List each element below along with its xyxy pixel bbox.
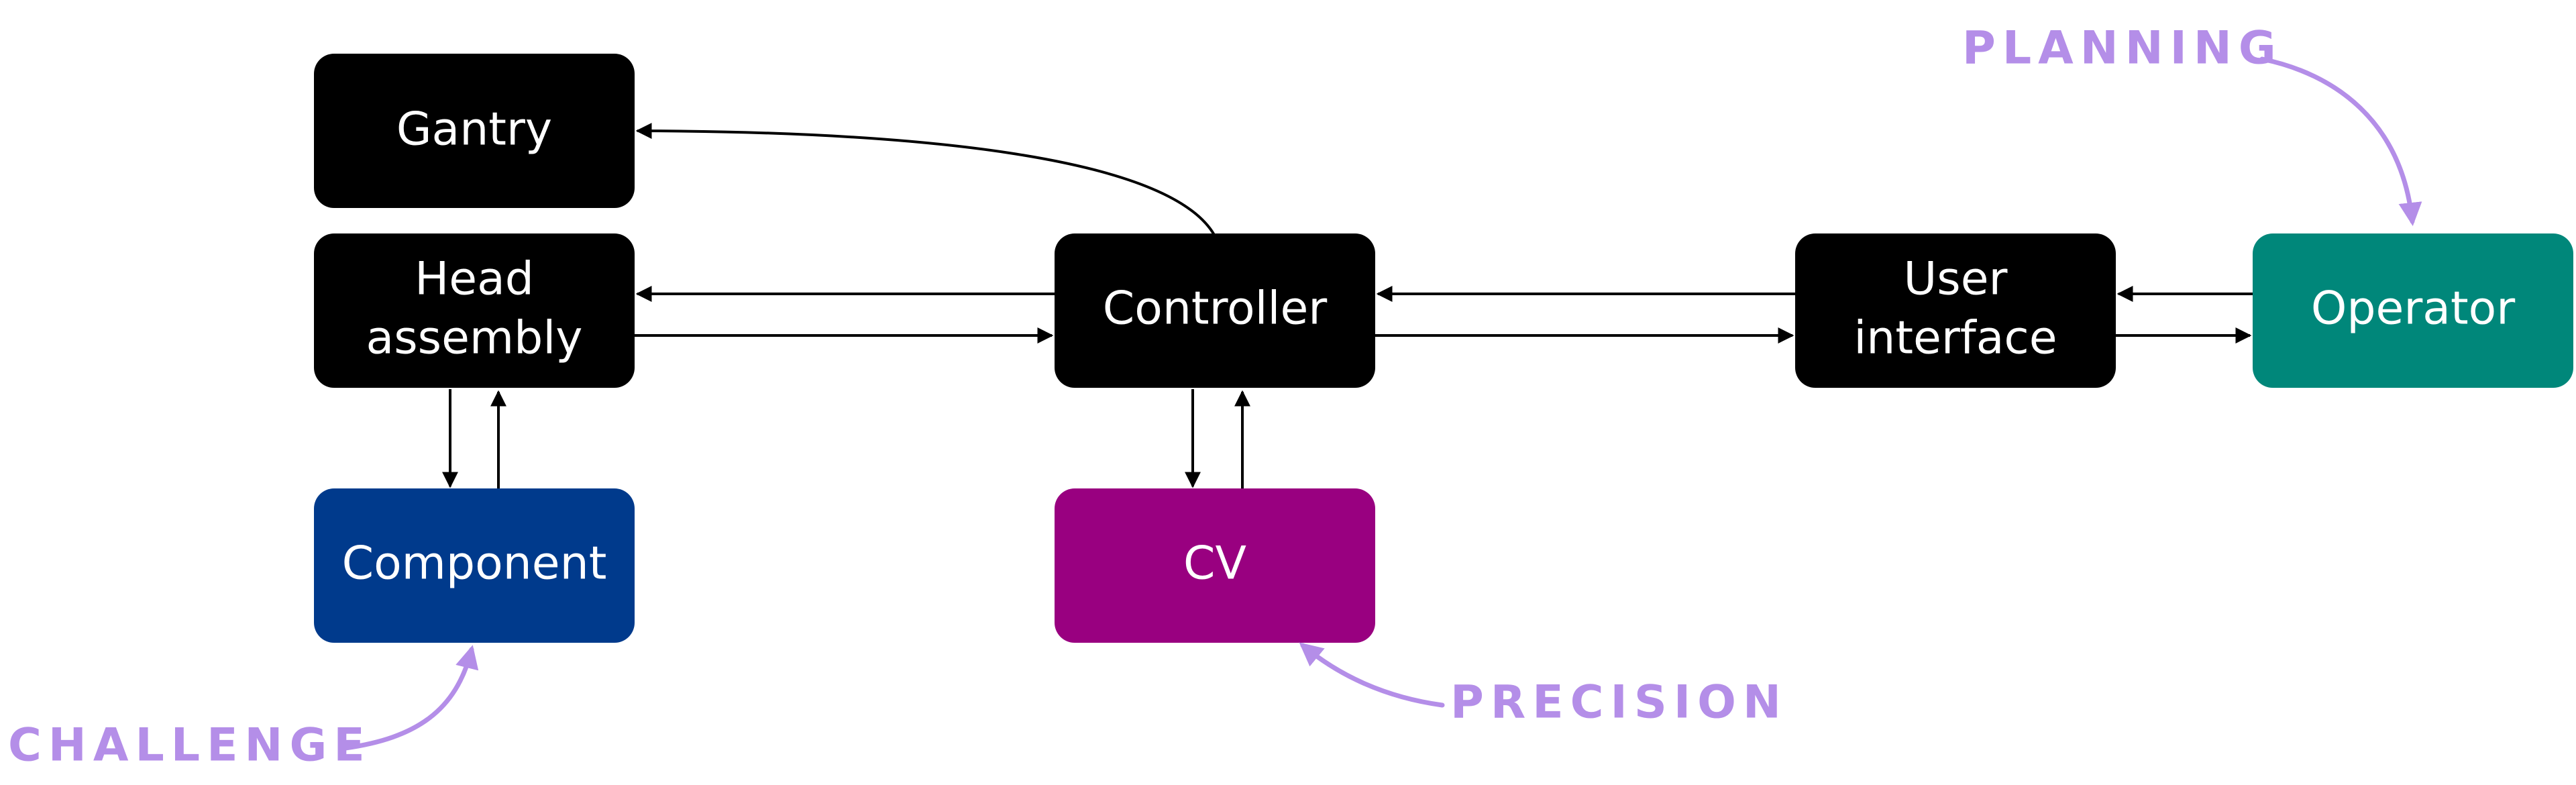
annotation-challenge: CHALLENGE bbox=[8, 645, 479, 772]
node-cv-box bbox=[1055, 488, 1375, 643]
node-head-assembly-label-line2: assembly bbox=[366, 312, 583, 365]
annotation-challenge-text: CHALLENGE bbox=[8, 719, 372, 772]
annotation-planning-arrow bbox=[2259, 56, 2422, 226]
annotation-planning: PLANNING bbox=[1962, 22, 2422, 226]
node-component: Component bbox=[314, 488, 635, 643]
node-component-box bbox=[314, 488, 635, 643]
annotation-precision: PRECISION bbox=[1299, 642, 1788, 729]
node-user-interface: User interface bbox=[1795, 233, 2116, 388]
node-user-interface-box bbox=[1795, 233, 2116, 388]
edge-controller-to-gantry bbox=[635, 123, 1216, 236]
node-controller-label: Controller bbox=[1103, 282, 1328, 335]
node-gantry-box bbox=[314, 54, 635, 208]
node-cv: CV bbox=[1055, 488, 1375, 643]
node-cv-label: CV bbox=[1183, 537, 1246, 590]
node-operator-label: Operator bbox=[2311, 282, 2515, 335]
node-user-interface-label-line1: User bbox=[1904, 253, 2008, 306]
annotation-challenge-arrow bbox=[343, 645, 479, 751]
node-operator: Operator bbox=[2253, 233, 2573, 388]
annotation-precision-text: PRECISION bbox=[1450, 676, 1788, 729]
node-operator-box bbox=[2253, 233, 2573, 388]
node-gantry: Gantry bbox=[314, 54, 635, 208]
node-component-label: Component bbox=[342, 537, 607, 590]
node-user-interface-label-line2: interface bbox=[1854, 312, 2057, 365]
edges bbox=[442, 123, 2253, 488]
annotation-precision-arrow bbox=[1299, 642, 1445, 708]
node-head-assembly-label-line1: Head bbox=[415, 253, 534, 306]
annotation-planning-text: PLANNING bbox=[1962, 22, 2283, 75]
node-controller: Controller bbox=[1055, 233, 1375, 388]
node-head-assembly-box bbox=[314, 233, 635, 388]
node-controller-box bbox=[1055, 233, 1375, 388]
node-gantry-label: Gantry bbox=[396, 103, 552, 156]
node-head-assembly: Head assembly bbox=[314, 233, 635, 388]
